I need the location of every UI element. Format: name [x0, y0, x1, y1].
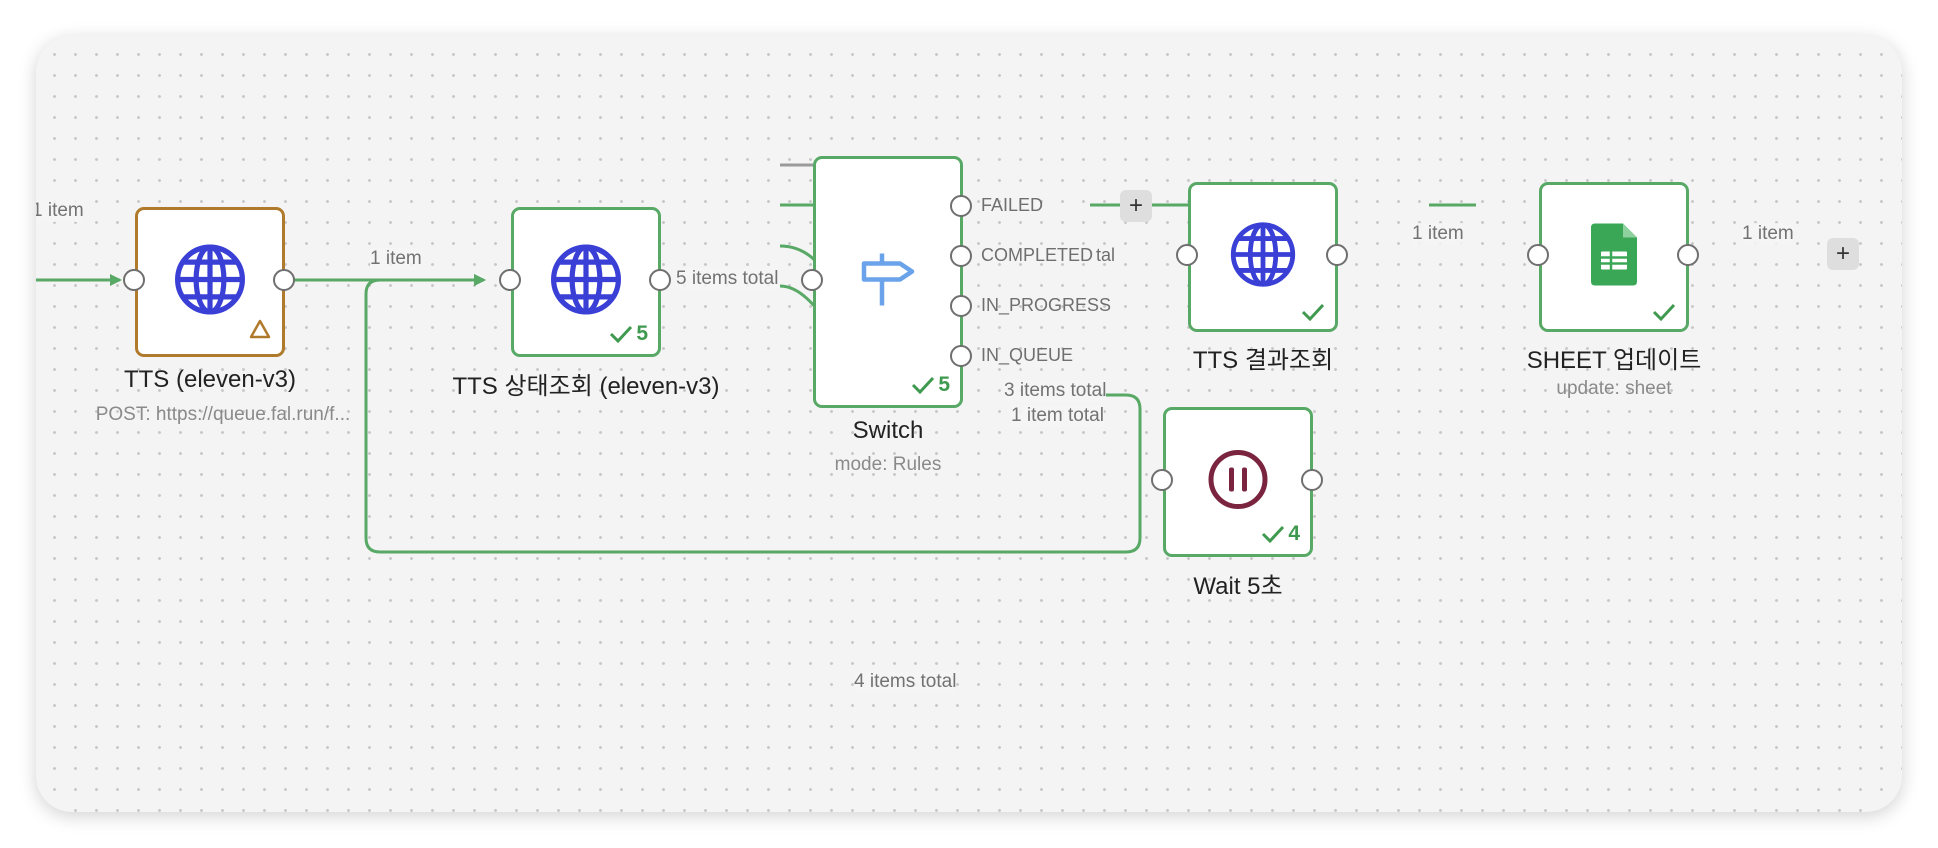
success-count: 5	[636, 322, 648, 345]
switch-subtitle: mode: Rules	[834, 454, 942, 475]
in-progress-edge-label: 3 items total	[1004, 380, 1107, 402]
globe-icon	[549, 243, 623, 322]
check-icon	[1652, 303, 1676, 321]
node-wait[interactable]: 4	[1163, 407, 1313, 557]
success-badge: 5	[609, 322, 648, 346]
wait-output-port[interactable]	[1301, 469, 1323, 491]
success-count: 5	[938, 373, 950, 396]
node-tts[interactable]	[135, 207, 285, 357]
success-badge: 4	[1261, 522, 1300, 546]
wait-input-port[interactable]	[1151, 469, 1173, 491]
tts-status-input-port[interactable]	[499, 269, 521, 291]
success-badge	[1301, 303, 1325, 321]
tts-input-port[interactable]	[123, 269, 145, 291]
pause-icon	[1207, 449, 1269, 516]
sheet-output-port[interactable]	[1677, 244, 1699, 266]
sheet-input-port[interactable]	[1527, 244, 1549, 266]
tts-result-output-port[interactable]	[1326, 244, 1348, 266]
switch-output-port-in-progress[interactable]	[950, 295, 972, 317]
sheet-subtitle: update: sheet	[1556, 378, 1672, 399]
switch-title: Switch	[852, 417, 924, 444]
add-node-button-failed[interactable]: +	[1120, 190, 1152, 222]
tts-status-title: TTS 상태조회 (eleven-v3)	[452, 373, 720, 400]
check-icon	[912, 376, 935, 394]
incoming-edge-label: 1 item	[36, 200, 84, 222]
globe-icon	[173, 243, 247, 322]
signpost-icon	[858, 250, 918, 315]
node-tts-result[interactable]	[1188, 182, 1338, 332]
output-label-in-progress: IN_PROGRESS	[981, 295, 1112, 315]
tts-result-input-port[interactable]	[1176, 244, 1198, 266]
status-to-switch-label: 5 items total	[676, 268, 779, 290]
check-icon	[610, 325, 633, 343]
warning-triangle-icon	[249, 319, 271, 344]
sheet-out-label: 1 item	[1742, 223, 1794, 245]
switch-input-port[interactable]	[801, 269, 823, 291]
globe-icon	[1229, 221, 1297, 294]
switch-output-port-failed[interactable]	[950, 195, 972, 217]
wait-loop-label: 4 items total	[854, 671, 957, 693]
output-label-completed: COMPLETED	[981, 245, 1094, 265]
success-badge	[1652, 303, 1676, 321]
tts-subtitle: POST: https://queue.fal.run/f...	[95, 404, 351, 425]
node-sheet[interactable]	[1539, 182, 1689, 332]
sheet-title: SHEET 업데이트	[1526, 347, 1702, 374]
success-badge: 5	[911, 373, 950, 397]
tts-title: TTS (eleven-v3)	[123, 366, 297, 393]
switch-output-port-in-queue[interactable]	[950, 345, 972, 367]
wait-title: Wait 5초	[1193, 573, 1283, 600]
add-node-button-sheet[interactable]: +	[1827, 238, 1859, 270]
success-count: 4	[1288, 522, 1300, 545]
tts-result-title: TTS 결과조회	[1192, 347, 1334, 374]
tts-to-status-label: 1 item	[370, 248, 422, 270]
output-label-in-queue: IN_QUEUE	[981, 345, 1074, 365]
tts-output-port[interactable]	[273, 269, 295, 291]
completed-edge-label: tal	[1096, 245, 1116, 265]
edge-loop	[364, 274, 1142, 554]
check-icon	[1301, 303, 1325, 321]
node-switch[interactable]: 5	[813, 156, 963, 408]
result-to-sheet-label: 1 item	[1412, 223, 1464, 245]
google-sheets-icon	[1591, 223, 1637, 291]
workflow-canvas[interactable]: 1 item TTS (eleven-v3) POST: https://que…	[36, 36, 1902, 812]
output-label-failed: FAILED	[981, 195, 1044, 215]
tts-status-output-port[interactable]	[649, 269, 671, 291]
node-tts-status[interactable]: 5	[511, 207, 661, 357]
switch-output-port-completed[interactable]	[950, 245, 972, 267]
in-queue-edge-label: 1 item total	[1011, 405, 1104, 427]
check-icon	[1262, 525, 1285, 543]
